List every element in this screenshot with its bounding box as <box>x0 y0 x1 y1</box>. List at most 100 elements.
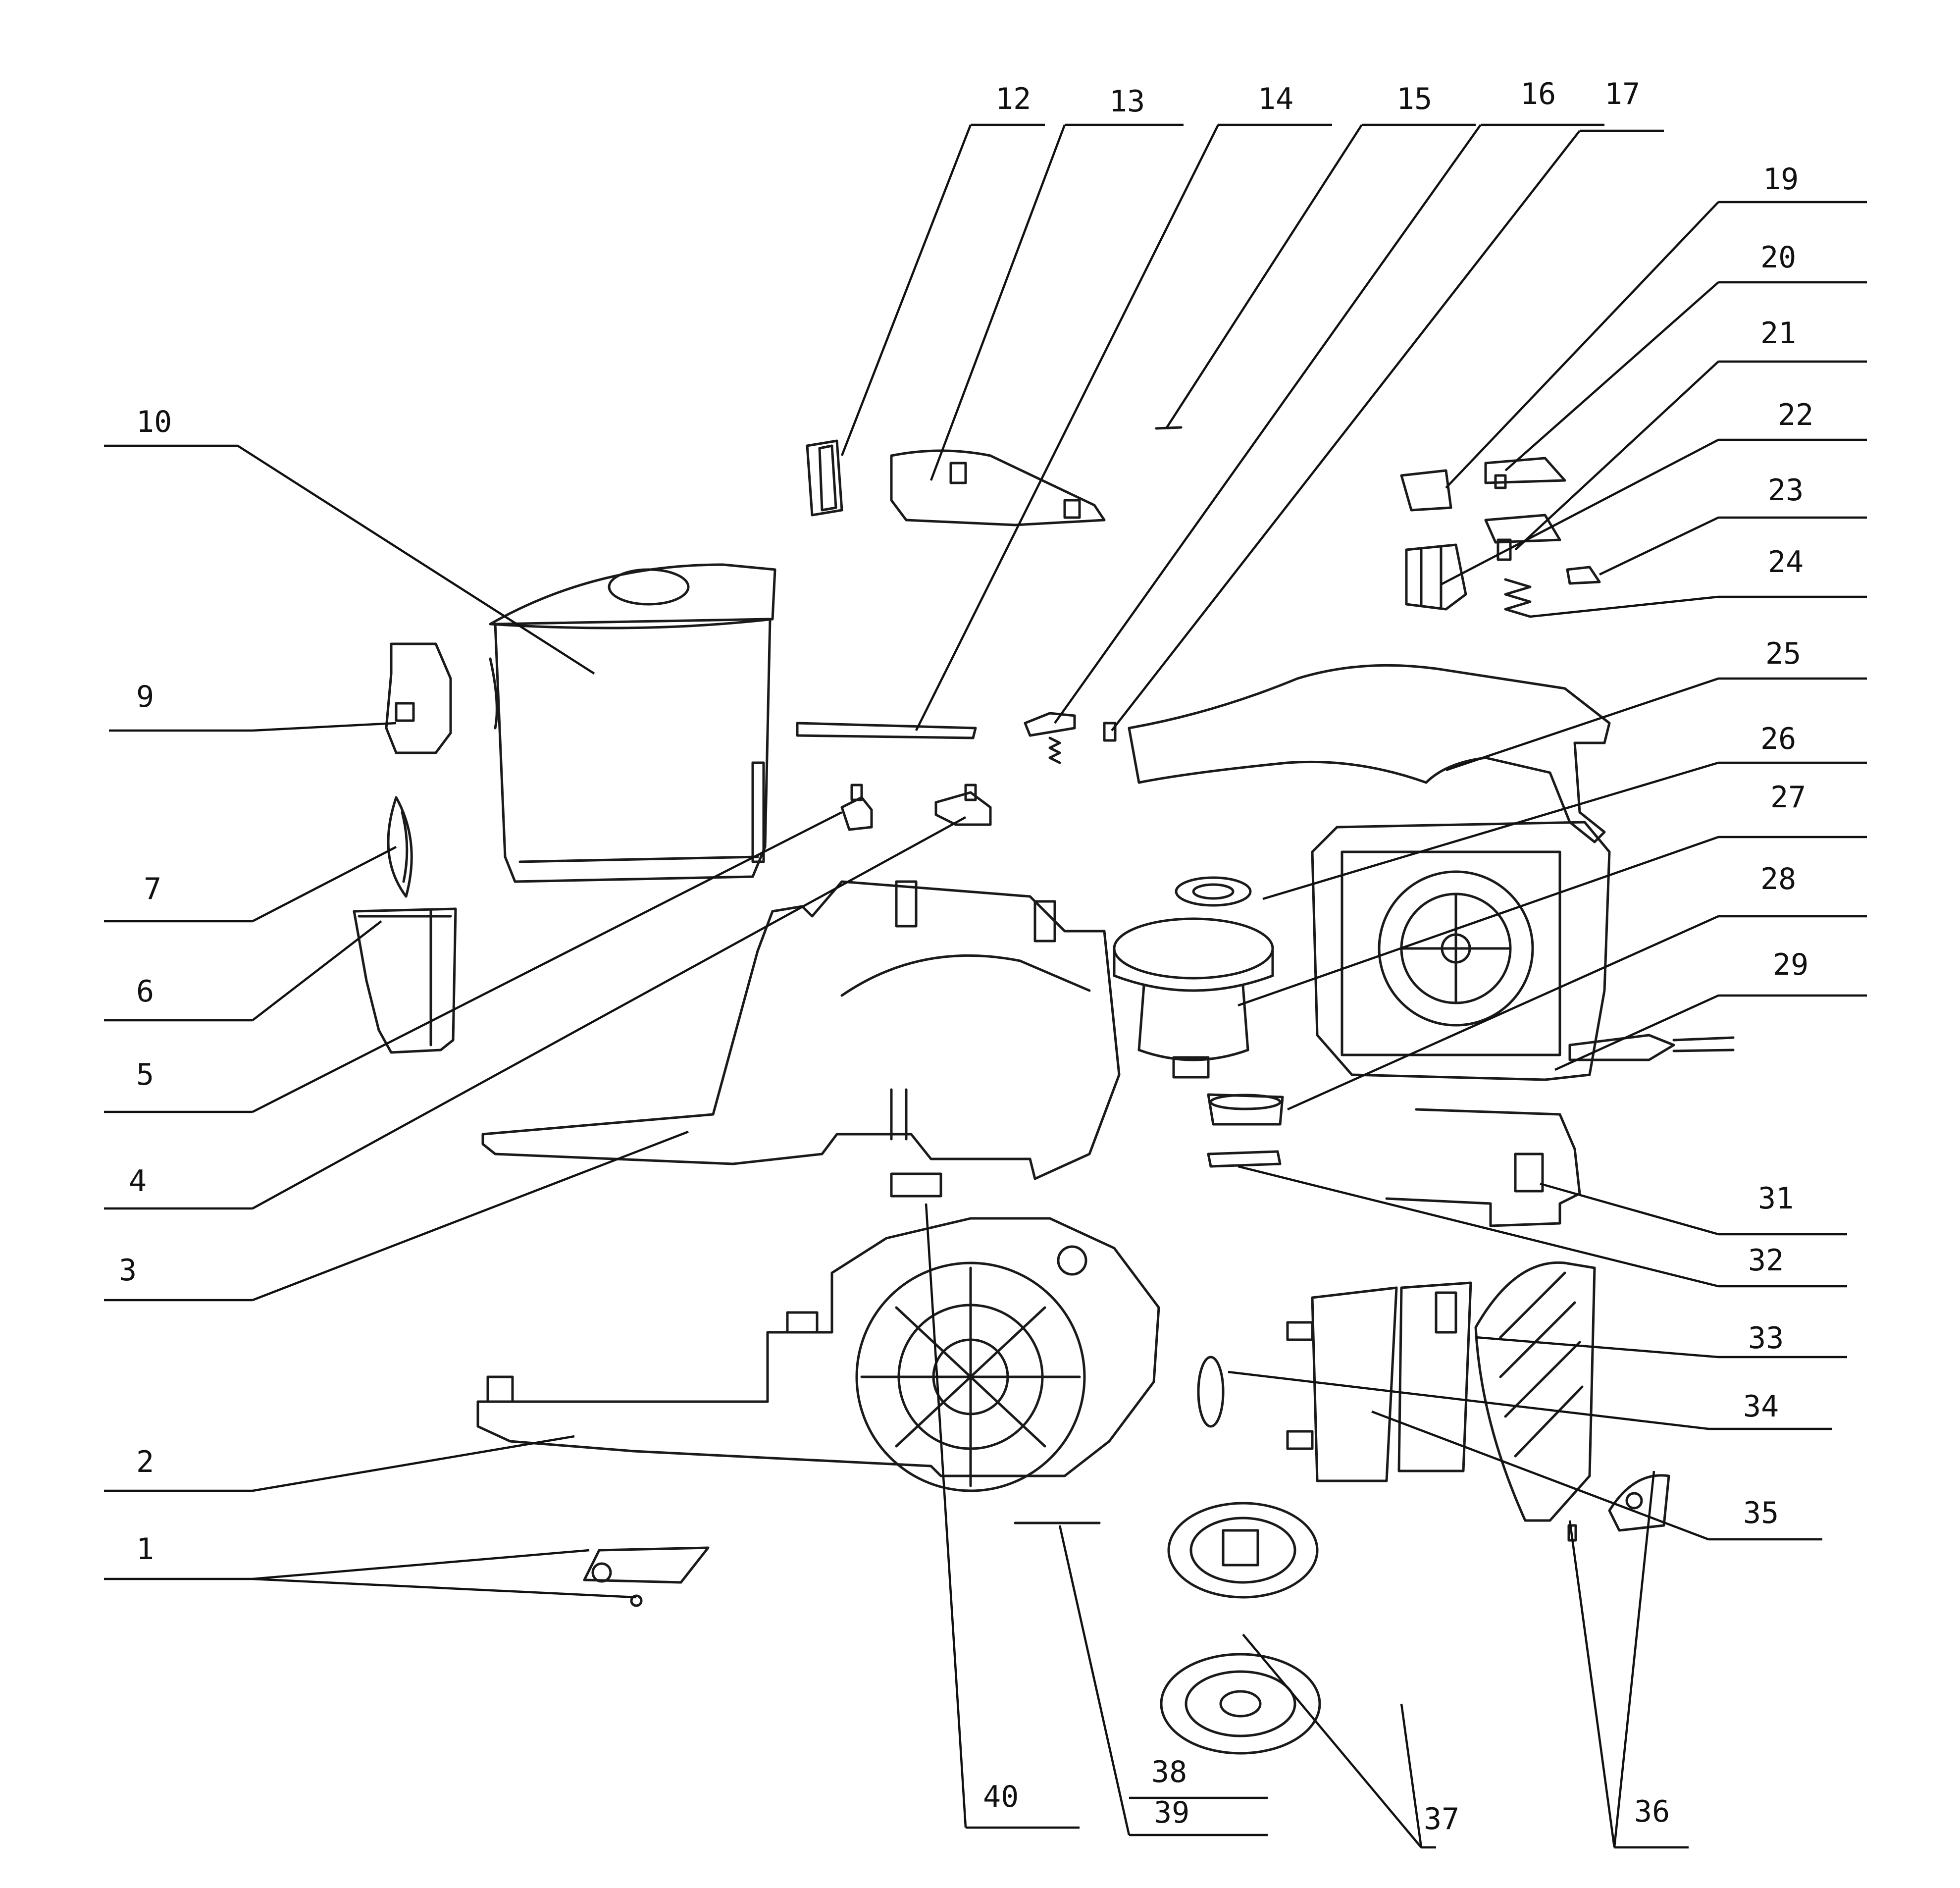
part-handle-grip <box>806 439 843 517</box>
callout-20: 20 <box>1504 240 1867 472</box>
part-pin <box>1155 426 1183 430</box>
callout-leader-line <box>252 811 843 1113</box>
callout-number: 32 <box>1748 1243 1784 1278</box>
callout-19: 19 <box>1445 162 1867 489</box>
callout-leader-line <box>1530 595 1719 618</box>
part-dust-container <box>489 563 776 883</box>
callout-leader-line <box>840 124 972 456</box>
callout-leader-line <box>1371 1410 1709 1541</box>
callout-17: 17 <box>1111 77 1664 732</box>
callout-leader-line <box>1287 915 1719 1111</box>
callout-leader-line <box>1111 130 1581 732</box>
callout-number: 28 <box>1760 862 1796 896</box>
part-filter-cup <box>353 907 457 1054</box>
part-side-cover <box>385 642 452 754</box>
callout-number: 21 <box>1760 316 1796 351</box>
callout-number: 26 <box>1760 722 1796 756</box>
callout-13: 13 <box>929 84 1184 481</box>
part-plate <box>1207 1150 1282 1168</box>
callout-leader-line <box>1445 677 1719 772</box>
callout-leader-line <box>1238 836 1719 1007</box>
part-small-tab <box>1566 566 1601 585</box>
callout-number: 19 <box>1763 162 1799 197</box>
callout-number: 36 <box>1634 1794 1670 1829</box>
callout-leader-line <box>252 1549 590 1580</box>
callout-number: 31 <box>1758 1181 1794 1216</box>
callout-number: 15 <box>1396 82 1432 116</box>
callout-number: 12 <box>995 82 1031 116</box>
part-exhaust-filter <box>1286 1286 1398 1482</box>
callout-36: 36 <box>1568 1470 1689 1849</box>
part-hub-cap <box>1160 1653 1321 1755</box>
callout-26: 26 <box>1262 722 1867 900</box>
part-carry-handle <box>1128 664 1611 843</box>
part-small-clip <box>1103 722 1117 742</box>
callout-leader-line <box>1540 1182 1719 1236</box>
callout-leader-line <box>1058 1525 1131 1836</box>
callout-40: 40 <box>925 1203 1080 1829</box>
callout-leader-line <box>1238 1165 1719 1288</box>
callout-number: 4 <box>129 1164 147 1199</box>
part-ring <box>1175 876 1252 907</box>
callout-leader-line <box>252 722 397 732</box>
part-latch <box>934 784 992 826</box>
part-screws-and-cover <box>1567 1474 1670 1542</box>
callout-27: 27 <box>1238 780 1867 1007</box>
callout-leader-line <box>252 920 382 1021</box>
callout-38: 38 <box>1129 1755 1268 1799</box>
part-cord-bracket <box>1385 1108 1581 1227</box>
part-spring-assembly <box>1024 712 1076 764</box>
part-top-cover <box>890 449 1106 526</box>
callout-4: 4 <box>104 816 967 1210</box>
callout-leader-line <box>1400 1703 1423 1848</box>
callout-number: 29 <box>1773 947 1808 982</box>
callout-24: 24 <box>1530 545 1867 618</box>
callout-5: 5 <box>104 811 843 1113</box>
callout-leader-line <box>1445 201 1719 489</box>
callout-leader-line <box>252 1435 575 1492</box>
part-seal-strip <box>796 722 977 739</box>
parts-layer <box>353 426 1735 1755</box>
callout-number: 20 <box>1760 240 1796 275</box>
callout-35: 35 <box>1371 1410 1822 1541</box>
part-wedge <box>1400 469 1452 512</box>
part-grille <box>1474 1261 1596 1522</box>
part-motor <box>1113 917 1274 1079</box>
callout-number: 9 <box>136 680 154 714</box>
callout-leader-line <box>1568 1520 1616 1848</box>
callout-number: 10 <box>136 405 172 439</box>
part-upper-housing <box>481 880 1121 1180</box>
callout-number: 34 <box>1743 1389 1779 1424</box>
part-motor-mount <box>1207 1093 1284 1126</box>
callout-leader-line <box>1514 361 1719 551</box>
callout-leader-line <box>252 846 397 922</box>
callout-leader-line <box>1475 1336 1719 1359</box>
callout-1: 1 <box>104 1532 637 1599</box>
callout-leader-line <box>252 1130 689 1302</box>
callout-7: 7 <box>104 846 397 923</box>
callout-leader-line <box>1554 994 1719 1071</box>
part-button <box>840 784 873 831</box>
callout-number: 24 <box>1768 545 1804 579</box>
callout-9: 9 <box>109 680 397 732</box>
callout-25: 25 <box>1445 636 1867 772</box>
callout-15: 15 <box>1165 82 1476 429</box>
callout-leader-line <box>1054 124 1482 724</box>
part-switch-block <box>1405 543 1467 611</box>
callout-14: 14 <box>915 82 1332 732</box>
callout-3: 3 <box>104 1130 689 1302</box>
callout-number: 13 <box>1109 84 1145 119</box>
callout-leader-line <box>1228 1370 1709 1430</box>
part-power-plug <box>1568 1034 1735 1061</box>
callout-leader-line <box>1165 124 1363 429</box>
callout-number: 5 <box>136 1057 154 1092</box>
callout-32: 32 <box>1238 1165 1847 1288</box>
callout-leader-line <box>915 124 1220 732</box>
callout-number: 23 <box>1768 473 1804 508</box>
callout-number: 2 <box>136 1445 154 1479</box>
callout-leader-line <box>1262 761 1719 900</box>
callout-leader-line <box>929 124 1066 481</box>
callout-number: 38 <box>1151 1755 1187 1789</box>
